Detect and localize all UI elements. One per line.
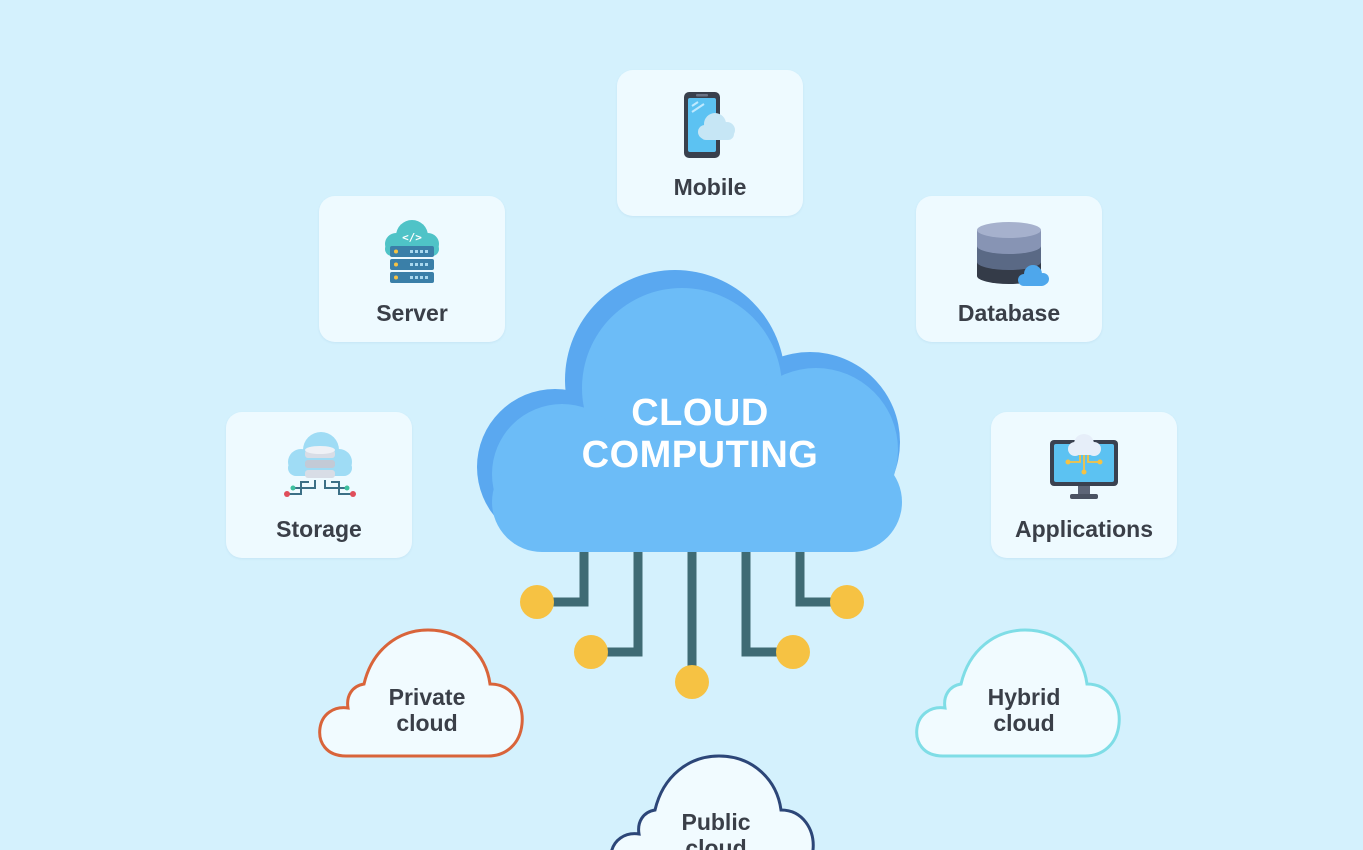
connector-line [591,545,643,657]
type-label-public-line2: cloud [685,835,747,850]
storage-cloud-icon [284,432,356,497]
type-label-hybrid: Hybrid cloud [924,684,1124,736]
connector-line [795,545,847,607]
card-applications: Applications [991,412,1177,558]
server-cloud-icon: </> [385,220,439,283]
connector-node [574,635,608,669]
card-server: </> Server [319,196,505,342]
center-title: CLOUD COMPUTING [470,392,930,476]
card-mobile: Mobile [617,70,803,216]
card-label-storage: Storage [276,516,362,542]
connector-line [741,545,793,657]
connector-node [830,585,864,619]
cloud-connectors [520,545,864,699]
card-database: Database [916,196,1102,342]
public-cloud-icon [610,754,815,850]
type-label-public-line1: Public [681,809,751,835]
card-label-database: Database [957,300,1061,326]
card-storage: Storage [226,412,412,558]
main-cloud-icon [477,270,902,552]
monitor-cloud-icon [1050,434,1118,499]
connector-node [520,585,554,619]
type-label-private-line1: Private [388,684,466,710]
card-label-applications: Applications [1014,516,1153,542]
connector-line [539,545,589,607]
connector-node [776,635,810,669]
card-label-server: Server [376,300,448,326]
type-label-hybrid-line2: cloud [993,710,1055,736]
type-label-public: Public cloud [616,809,816,850]
type-label-private: Private cloud [327,684,527,736]
card-label-mobile: Mobile [673,174,747,200]
mobile-cloud-icon [684,92,735,158]
svg-text:</>: </> [402,231,422,244]
hybrid-cloud-icon [915,628,1121,758]
center-title-line2: COMPUTING [581,434,819,476]
database-cloud-icon [977,222,1049,286]
type-label-private-line2: cloud [396,710,458,736]
center-title-line1: CLOUD [631,392,769,434]
type-label-hybrid-line1: Hybrid [987,684,1061,710]
connector-node [675,665,709,699]
private-cloud-icon [318,628,524,758]
